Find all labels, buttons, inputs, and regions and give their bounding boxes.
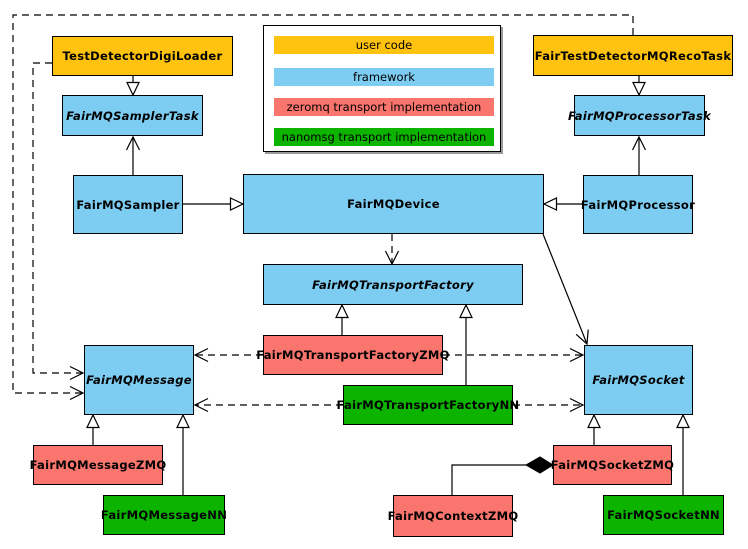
- class-fairmqsampler: FairMQSampler: [73, 175, 183, 234]
- edge-testdetectordigiloader-fairmqmessage: [32, 62, 85, 381]
- legend-item-framework: framework: [274, 68, 494, 86]
- legend-item-nanomsg-transport: nanomsg transport implementation: [274, 128, 494, 146]
- legend-item-user-code: user code: [274, 36, 494, 54]
- class-fairmqsocketnn: FairMQSocketNN: [603, 495, 724, 535]
- class-fairmqtransportfactory: FairMQTransportFactory: [263, 264, 523, 305]
- class-fairmqprocessortask: FairMQProcessorTask: [568, 95, 711, 136]
- edge-fairmqdevice-fairmqsocket: [542, 233, 589, 346]
- edge-fairtestdetectormqrecotask-fairmqmessage: [12, 14, 634, 401]
- class-fairmqsamplertask: FairMQSamplerTask: [62, 95, 203, 136]
- class-fairmqmessage: FairMQMessage: [84, 345, 194, 415]
- class-fairmqsocket: FairMQSocket: [584, 345, 693, 415]
- class-fairmqmessagenn: FairMQMessageNN: [101, 495, 227, 535]
- class-fairmqcontextzmq: FairMQContextZMQ: [388, 495, 518, 537]
- legend: user code framework zeromq transport imp…: [263, 25, 501, 152]
- legend-item-zeromq-transport: zeromq transport implementation: [274, 98, 494, 116]
- class-fairmqtransportfactoryzmq: FairMQTransportFactoryZMQ: [256, 335, 449, 375]
- edge-fairmqcontextzmq-fairmqsocketzmq: [451, 464, 526, 495]
- class-fairtestdetectormqrecotask: FairTestDetectorMQRecoTask: [533, 35, 733, 76]
- composition-diamond: [524, 456, 554, 474]
- class-fairmqmessagezmq: FairMQMessageZMQ: [30, 445, 166, 485]
- class-testdetectordigiloader: TestDetectorDigiLoader: [52, 36, 233, 76]
- class-fairmqtransportfactorynn: FairMQTransportFactoryNN: [337, 385, 519, 425]
- class-fairmqsocketzmq: FairMQSocketZMQ: [551, 445, 674, 485]
- class-fairmqdevice: FairMQDevice: [243, 174, 544, 234]
- class-fairmqprocessor: FairMQProcessor: [581, 175, 695, 234]
